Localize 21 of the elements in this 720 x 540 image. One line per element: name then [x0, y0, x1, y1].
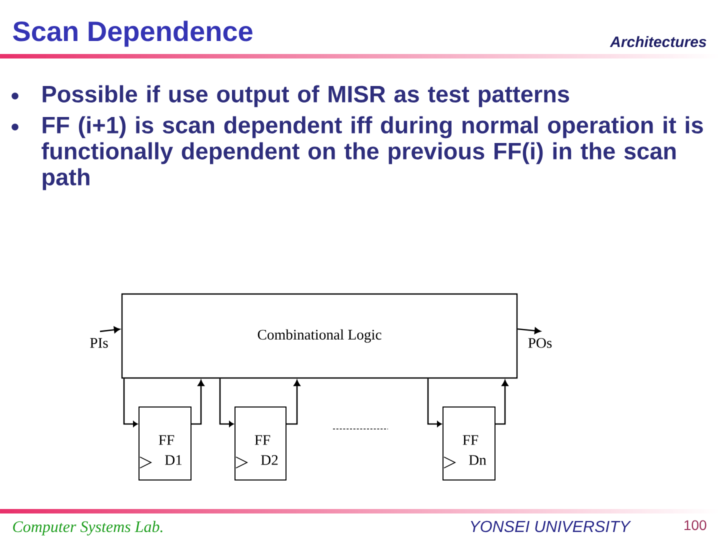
flip-flop-box: FF Dn [442, 406, 496, 480]
arrow [219, 378, 234, 427]
signal-label: PIs [90, 338, 108, 348]
arrow [100, 326, 120, 334]
bullet-text: Possible if use output of MISR as test patterns [42, 85, 570, 108]
footer-text: YONSEI UNIVERSITY [470, 520, 632, 532]
flip-flop-box: FF D1 [138, 406, 192, 480]
signal-label: POs [528, 338, 552, 348]
page-number: 100 [684, 520, 706, 530]
arrow [123, 378, 138, 427]
arrow [192, 380, 204, 425]
slide-title: Scan Dependence [13, 20, 252, 47]
bullet-text: FF (i+1) is scan dependent iff during normal operation it is functionally dependent on the previous FF(i) in the scan path [42, 116, 703, 190]
header-label: Architectures [610, 36, 706, 48]
arrow [427, 378, 442, 427]
arrow [518, 327, 541, 334]
footer-text: Computer Systems Lab. [13, 520, 162, 536]
flip-flop-box: FF D2 [234, 406, 286, 480]
arrow [286, 380, 300, 425]
arrow [496, 380, 508, 425]
logic-box: Combinational Logic [121, 293, 518, 379]
